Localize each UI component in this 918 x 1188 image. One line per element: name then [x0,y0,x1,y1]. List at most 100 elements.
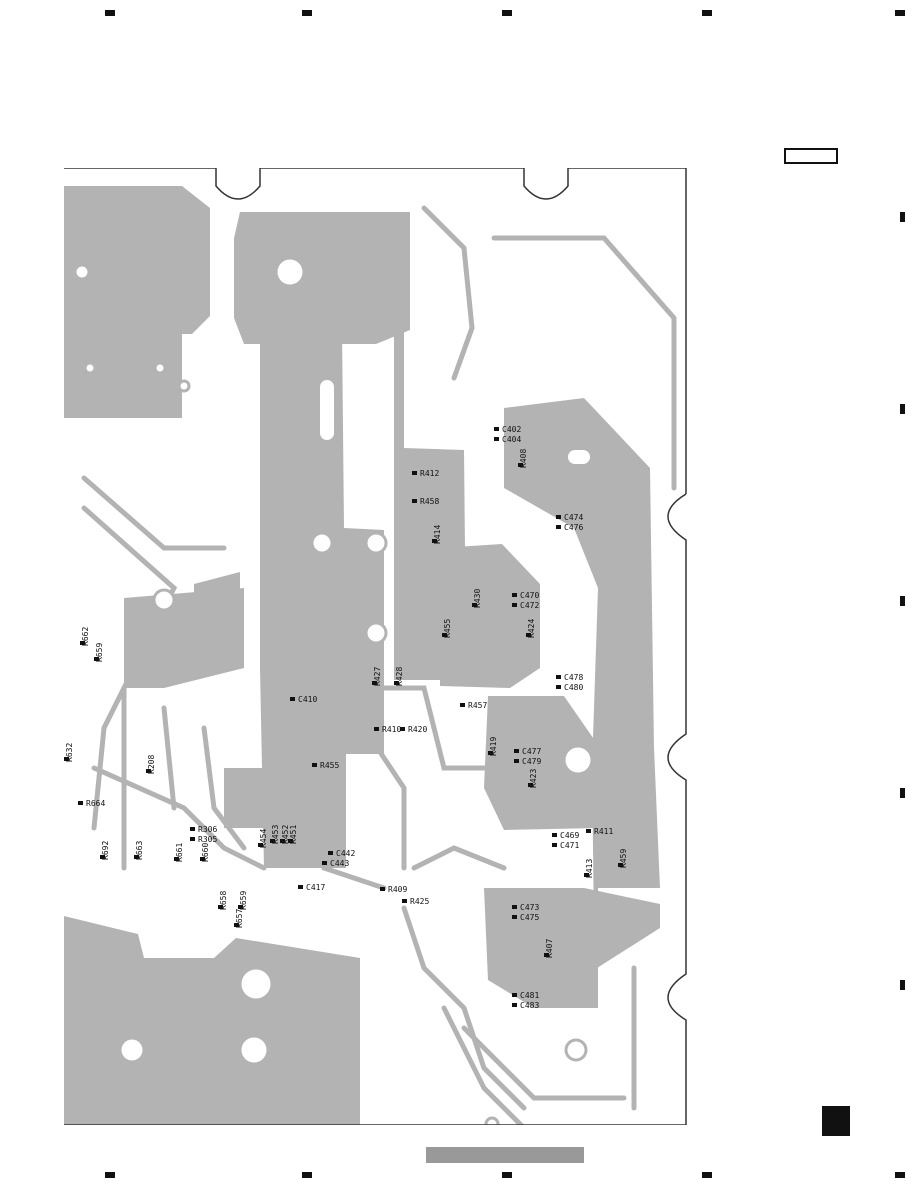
component-ref-label: R632 [65,743,74,762]
component-ref-label: C410 [298,695,317,704]
component-marker [494,427,499,431]
component-ref-label: R419 [489,737,498,756]
component-ref-label: R458 [420,497,439,506]
component-marker [412,499,417,503]
component-marker [432,539,437,543]
component-ref-label: R454 [259,829,268,848]
component-ref-label: C477 [522,747,541,756]
component-marker [518,463,523,467]
component-marker [556,685,561,689]
component-marker [200,857,205,861]
component-marker [494,437,499,441]
component-ref-label: R659 [95,643,104,662]
component-marker [402,899,407,903]
component-marker [190,827,195,831]
component-marker [552,833,557,837]
component-ref-label: R407 [545,939,554,958]
component-marker [328,851,333,855]
component-ref-label: R692 [101,841,110,860]
component-ref-label: C480 [564,683,583,692]
component-marker [134,855,139,859]
pcb-board: C402C404R412R408R458C474C476R414C470C472… [64,168,687,1125]
component-ref-label: R451 [289,825,298,844]
component-marker [412,471,417,475]
component-ref-label: R409 [388,885,407,894]
component-ref-label: C483 [520,1001,539,1010]
component-ref-label: R208 [147,755,156,774]
component-marker [94,657,99,661]
registration-mark-right [900,596,905,606]
component-ref-label: C474 [564,513,583,522]
component-ref-label: R663 [135,841,144,860]
component-ref-label: R455 [320,761,339,770]
component-labels: C402C404R412R408R458C474C476R414C470C472… [64,425,628,1010]
component-marker [556,525,561,529]
component-ref-label: R457 [468,701,487,710]
component-marker [584,873,589,877]
component-ref-label: R413 [585,859,594,878]
component-marker [526,633,531,637]
component-marker [512,1003,517,1007]
component-ref-label: R658 [219,891,228,910]
component-marker [556,675,561,679]
component-marker [514,749,519,753]
component-ref-label: R661 [175,843,184,862]
component-ref-label: R452 [281,825,290,844]
registration-mark-right [900,788,905,798]
component-marker [514,759,519,763]
component-ref-label: R657 [235,909,244,928]
registration-mark-top [302,10,312,16]
registration-mark-top [895,10,905,16]
component-ref-label: R412 [420,469,439,478]
component-ref-label: R408 [519,449,528,468]
component-marker [270,839,275,843]
component-marker [146,769,151,773]
component-ref-label: R306 [198,825,217,834]
component-ref-label: C402 [502,425,521,434]
component-ref-label: C472 [520,601,539,610]
component-ref-label: R410 [382,725,401,734]
component-ref-label: R414 [433,525,442,544]
component-marker [322,861,327,865]
component-ref-label: R305 [198,835,217,844]
component-marker [374,727,379,731]
component-marker [528,783,533,787]
component-ref-label: R428 [395,667,404,686]
component-ref-label: C475 [520,913,539,922]
component-marker [288,839,293,843]
component-ref-label: C476 [564,523,583,532]
registration-mark-bottom [895,1172,905,1178]
registration-mark-top [105,10,115,16]
component-ref-label: C471 [560,841,579,850]
component-ref-label: R455 [443,619,452,638]
component-marker [512,593,517,597]
component-ref-label: C442 [336,849,355,858]
component-marker [618,863,623,867]
component-marker [280,839,285,843]
component-marker [512,993,517,997]
component-ref-label: C417 [306,883,325,892]
component-marker [556,515,561,519]
component-marker [64,757,69,761]
registration-mark-right [900,404,905,414]
component-marker [238,905,243,909]
registration-mark-top [502,10,512,16]
component-marker [218,905,223,909]
component-marker [78,801,83,805]
component-ref-label: C404 [502,435,521,444]
registration-mark-right [900,212,905,222]
component-marker [190,837,195,841]
component-label-box [784,148,838,164]
component-marker [460,703,465,707]
component-marker [298,885,303,889]
component-marker [512,905,517,909]
registration-mark-right [900,980,905,990]
component-ref-label: R411 [594,827,613,836]
component-ref-label: R430 [473,589,482,608]
component-marker [512,603,517,607]
component-ref-label: C473 [520,903,539,912]
component-marker [380,887,385,891]
component-marker [258,843,263,847]
component-marker [394,681,399,685]
component-marker [552,843,557,847]
